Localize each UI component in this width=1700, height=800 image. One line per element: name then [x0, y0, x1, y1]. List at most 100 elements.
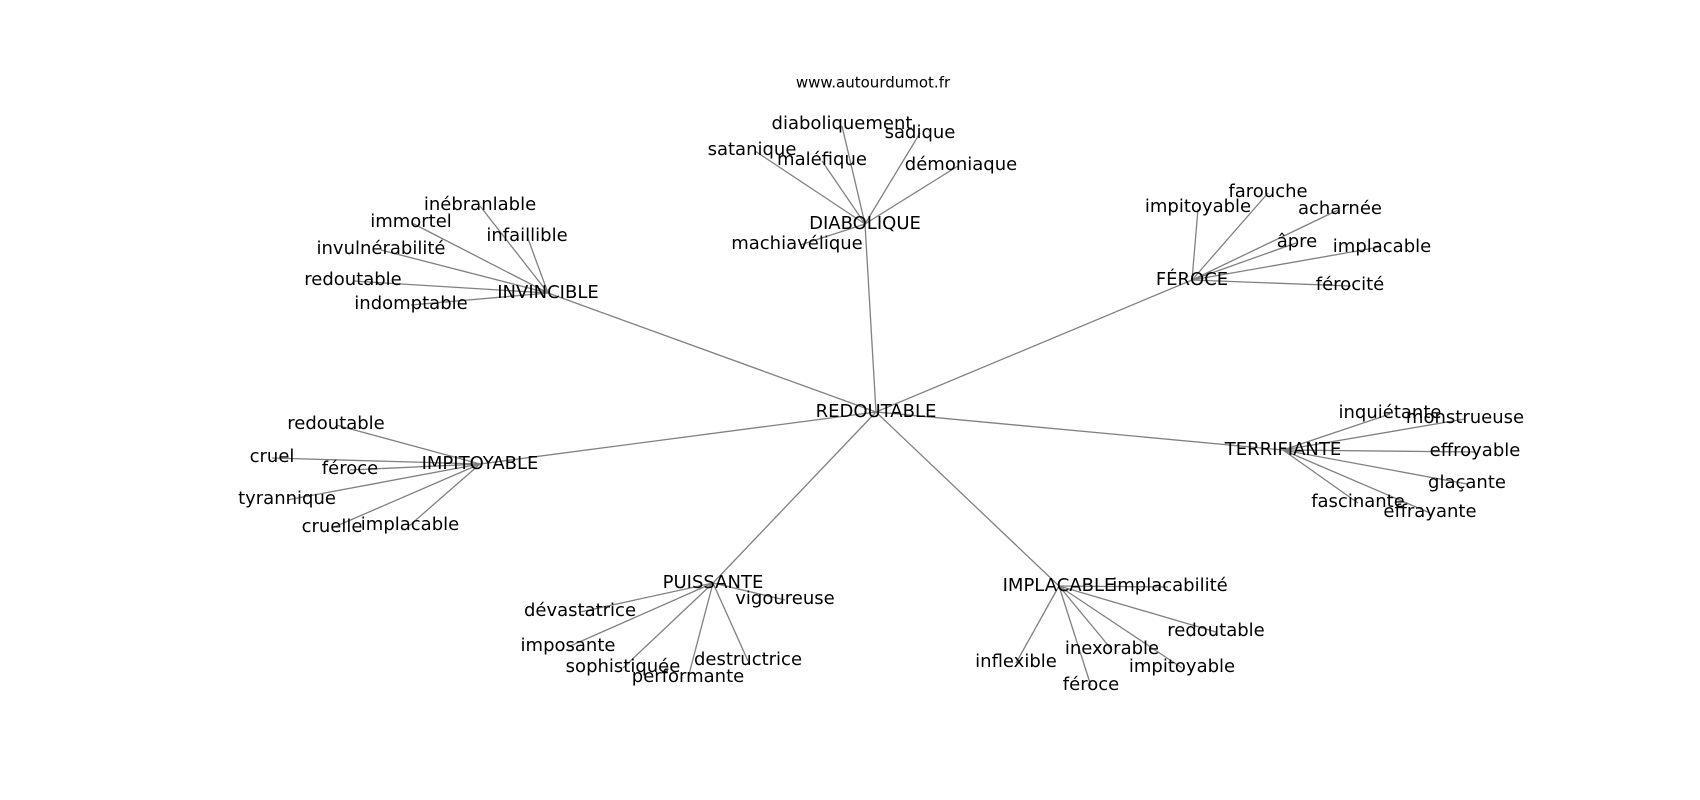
edge-impitoyable-tyrannique: [286, 463, 481, 501]
leaf-node-inexorable[interactable]: inexorable: [1065, 638, 1159, 659]
edge-diabolique-sadique: [864, 132, 921, 225]
leaf-node-redoutable[interactable]: redoutable: [1167, 620, 1265, 641]
edge-diabolique-satanique: [754, 150, 866, 225]
leaf-node-immortel[interactable]: immortel: [370, 211, 452, 232]
leaf-node-inebranlable[interactable]: inébranlable: [424, 194, 536, 215]
leaf-node-demoniaque[interactable]: démoniaque: [905, 154, 1017, 175]
leaf-node-destructrice[interactable]: destructrice: [694, 649, 802, 670]
edge-feroce-impitoyable: [1191, 208, 1199, 281]
edge-invincible-inebranlable: [479, 205, 549, 294]
edge-impitoyable-implacable: [408, 463, 481, 527]
edge-puissante-performante: [687, 582, 714, 679]
edge-diabolique-malefique: [821, 160, 866, 225]
leaf-node-machiavelique[interactable]: machiavélique: [731, 233, 863, 254]
leaf-node-apre[interactable]: âpre: [1277, 231, 1318, 252]
edge-puissante-imposante: [567, 582, 714, 648]
edge-impitoyable-redoutable: [335, 424, 481, 465]
edge-implacable-impitoyable: [1058, 585, 1183, 669]
leaf-node-impitoyable[interactable]: impitoyable: [1129, 656, 1235, 677]
leaf-node-effrayante[interactable]: effrayante: [1383, 501, 1476, 522]
edge-invincible-immortel: [411, 222, 549, 294]
leaf-node-impitoyable[interactable]: impitoyable: [1145, 196, 1251, 217]
leaf-node-acharnee[interactable]: acharnée: [1298, 198, 1382, 219]
branch-node-implacable[interactable]: IMPLACABLE: [1003, 575, 1116, 596]
edge-puissante-vigoureuse: [712, 582, 786, 601]
branch-node-impitoyable[interactable]: IMPITOYABLE: [422, 453, 539, 474]
edge-terrifiante-fascinante: [1282, 449, 1359, 504]
edge-root-diabolique: [864, 223, 877, 413]
edge-feroce-acharnee: [1191, 209, 1339, 281]
edge-diabolique-demoniaque: [864, 165, 959, 225]
edge-implacable-implacabilite: [1058, 585, 1169, 588]
edge-feroce-implacable: [1191, 246, 1381, 281]
branch-node-feroce[interactable]: FÉROCE: [1156, 268, 1228, 290]
leaf-node-indomptable[interactable]: indomptable: [354, 293, 467, 314]
edge-invincible-redoutable: [352, 280, 549, 294]
leaf-node-farouche[interactable]: farouche: [1228, 181, 1307, 202]
edge-diabolique-machiavelique: [799, 223, 866, 246]
leaf-node-devastatrice[interactable]: dévastatrice: [524, 600, 636, 621]
leaf-node-feroce[interactable]: féroce: [1063, 674, 1119, 695]
graph-edges: [271, 125, 1476, 687]
leaf-node-infaillible[interactable]: infaillible: [486, 225, 567, 246]
leaf-node-vigoureuse[interactable]: vigoureuse: [735, 588, 834, 609]
branch-node-puissante[interactable]: PUISSANTE: [663, 572, 764, 593]
site-url-text: www.autourdumot.fr: [796, 74, 951, 92]
leaf-node-ferocite[interactable]: férocité: [1316, 274, 1384, 295]
branch-node-invincible[interactable]: INVINCIBLE: [497, 282, 599, 303]
edge-invincible-infaillible: [526, 235, 549, 294]
edge-implacable-feroce: [1058, 585, 1092, 687]
edge-impitoyable-cruelle: [331, 463, 481, 529]
leaf-node-effroyable[interactable]: effroyable: [1430, 440, 1521, 461]
edge-puissante-sophistiquee: [622, 582, 714, 669]
leaf-node-imposante[interactable]: imposante: [521, 635, 616, 656]
edge-feroce-apre: [1191, 242, 1297, 281]
leaf-node-inflexible[interactable]: inflexible: [975, 651, 1057, 672]
edge-impitoyable-feroce: [349, 463, 481, 471]
edge-puissante-destructrice: [712, 582, 749, 662]
leaf-node-sophistiquee[interactable]: sophistiquée: [566, 656, 681, 677]
edge-terrifiante-effrayante: [1282, 449, 1431, 514]
edge-invincible-indomptable: [410, 292, 549, 306]
edge-terrifiante-inquietante: [1282, 413, 1391, 451]
leaf-node-satanique[interactable]: satanique: [708, 139, 797, 160]
leaf-node-sadique[interactable]: sadique: [885, 122, 956, 143]
edge-terrifiante-glacante: [1282, 449, 1468, 485]
edge-terrifiante-effroyable: [1282, 449, 1476, 453]
leaf-node-implacabilite[interactable]: implacabilité: [1112, 575, 1227, 596]
edge-feroce-ferocite: [1191, 279, 1352, 287]
leaf-node-implacable[interactable]: implacable: [1333, 236, 1431, 257]
edge-impitoyable-cruel: [271, 457, 481, 465]
leaf-node-cruelle[interactable]: cruelle: [302, 516, 363, 537]
leaf-node-feroce[interactable]: féroce: [322, 458, 378, 479]
edge-feroce-farouche: [1191, 192, 1269, 281]
leaf-node-redoutable[interactable]: redoutable: [287, 413, 385, 434]
edge-implacable-inexorable: [1058, 585, 1113, 651]
leaf-node-diaboliquement[interactable]: diaboliquement: [772, 113, 913, 134]
leaf-node-cruel[interactable]: cruel: [250, 446, 295, 467]
branch-node-terrifiante[interactable]: TERRIFIANTE: [1224, 439, 1342, 460]
edge-root-invincible: [547, 292, 877, 413]
leaf-node-glacante[interactable]: glaçante: [1428, 472, 1506, 493]
edge-puissante-devastatrice: [579, 582, 714, 613]
edge-implacable-redoutable: [1058, 585, 1217, 633]
leaf-node-redoutable[interactable]: redoutable: [304, 269, 402, 290]
edge-invincible-invulnerabilite: [380, 249, 549, 294]
branch-node-diabolique[interactable]: DIABOLIQUE: [809, 213, 921, 234]
edge-root-implacable: [875, 411, 1060, 587]
leaf-node-monstrueuse[interactable]: monstrueuse: [1406, 407, 1524, 428]
leaf-node-performante[interactable]: performante: [632, 666, 744, 687]
edge-root-impitoyable: [479, 411, 877, 465]
edge-diabolique-diaboliquement: [841, 125, 866, 225]
edge-terrifiante-monstrueuse: [1282, 418, 1466, 451]
edge-root-feroce: [875, 279, 1193, 413]
leaf-node-inquietante[interactable]: inquiétante: [1339, 402, 1442, 423]
root-node[interactable]: REDOUTABLE: [816, 401, 937, 422]
leaf-node-fascinante[interactable]: fascinante: [1311, 491, 1405, 512]
edge-implacable-inflexible: [1015, 585, 1060, 664]
leaf-node-implacable[interactable]: implacable: [361, 514, 459, 535]
leaf-node-tyrannique[interactable]: tyrannique: [238, 488, 336, 509]
leaf-node-invulnerabilite[interactable]: invulnérabilité: [317, 238, 446, 259]
leaf-node-malefique[interactable]: maléfique: [777, 149, 867, 170]
